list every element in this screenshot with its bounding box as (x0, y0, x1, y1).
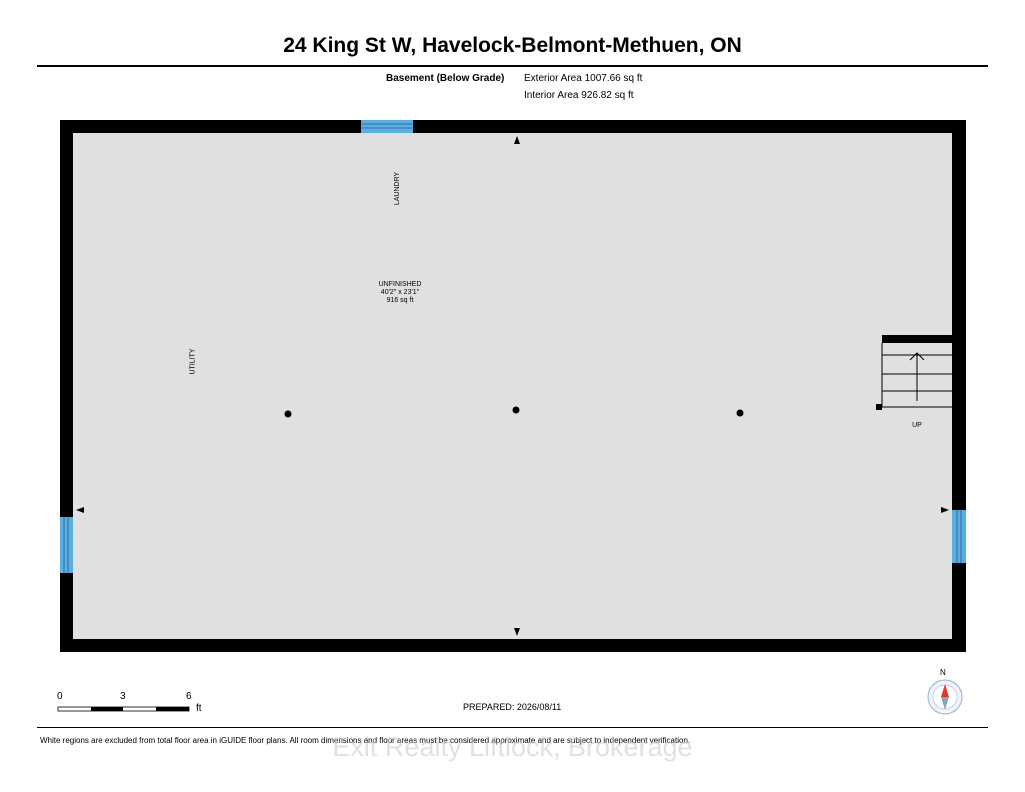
staircase (876, 343, 952, 410)
disclaimer: White regions are excluded from total fl… (40, 736, 691, 745)
scale-unit: ft (196, 703, 202, 714)
level-label: Basement (Below Grade) (386, 73, 505, 84)
room-name: UNFINISHED (378, 281, 422, 288)
dimension-arrow-top (514, 136, 520, 144)
prepared-date: PREPARED: 2026/08/11 (463, 702, 562, 712)
scale-tick-0: 0 (57, 691, 63, 702)
watermark: Exit Realty Liftlock, Brokerage (332, 732, 693, 762)
support-post (284, 410, 292, 418)
header-rule (37, 65, 988, 67)
dimension-arrow-left (76, 507, 84, 513)
room-floor (73, 133, 952, 639)
laundry-label: LAUNDRY (394, 171, 402, 206)
interior-area: Interior Area 926.82 sq ft (524, 90, 634, 101)
scale-bar (57, 706, 190, 712)
support-post (736, 409, 744, 417)
compass-north-label: N (940, 668, 946, 677)
compass-icon (927, 679, 963, 715)
room-area: 916 sq ft (386, 297, 414, 304)
window-right (952, 510, 966, 563)
footer-rule (37, 727, 988, 728)
support-post (512, 406, 520, 414)
exterior-area: Exterior Area 1007.66 sq ft (524, 73, 643, 84)
utility-label: UTILITY (189, 348, 197, 375)
scale-tick-6: 6 (186, 691, 192, 702)
page-title: 24 King St W, Havelock-Belmont-Methuen, … (283, 34, 742, 57)
stairs-up-label: UP (912, 422, 922, 429)
room-dimensions: 40'2" x 23'1" (380, 289, 420, 296)
window-left (60, 517, 73, 573)
stair-wall (882, 335, 952, 343)
dimension-arrow-bottom (514, 628, 520, 636)
window-top (361, 120, 413, 133)
scale-tick-3: 3 (120, 691, 126, 702)
dimension-arrow-right (941, 507, 949, 513)
